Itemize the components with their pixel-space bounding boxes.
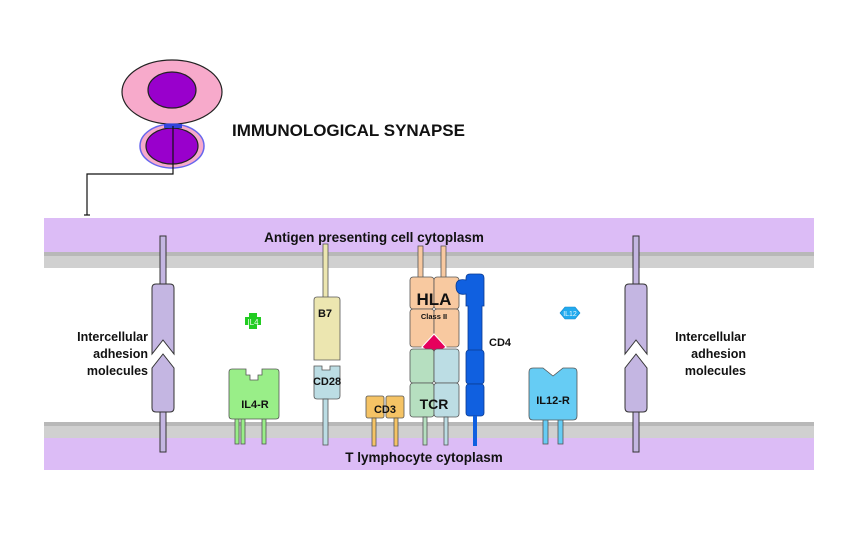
adhesion-label-left-2: adhesion bbox=[93, 347, 148, 361]
hla-label: HLA bbox=[417, 290, 452, 309]
cd4-coreceptor bbox=[455, 273, 485, 446]
pointer-line bbox=[86, 126, 174, 215]
apc-cytoplasm-label: Antigen presenting cell cytoplasm bbox=[264, 230, 484, 245]
adhesion-molecule-right bbox=[624, 235, 648, 453]
cell-illustration bbox=[84, 59, 223, 216]
il12-receptor bbox=[528, 367, 578, 445]
b7-label: B7 bbox=[318, 308, 332, 320]
il12-cytokine bbox=[559, 306, 581, 320]
cd4-label: CD4 bbox=[489, 337, 512, 349]
il4-label: IL4 bbox=[247, 318, 259, 327]
adhesion-label-left-1: Intercellular bbox=[77, 330, 148, 344]
t-cell-cytoplasm bbox=[44, 438, 814, 470]
hla-class-ii bbox=[409, 245, 460, 348]
apc-nucleus bbox=[147, 71, 197, 109]
cd28-molecule bbox=[313, 365, 341, 446]
il4-receptor bbox=[228, 368, 280, 445]
cd3-complex bbox=[365, 395, 405, 447]
cd3-label: CD3 bbox=[374, 404, 396, 416]
adhesion-molecule-left bbox=[151, 235, 175, 453]
cd28-label: CD28 bbox=[313, 376, 341, 388]
apc-cytoplasm bbox=[44, 218, 814, 252]
il4r-label: IL4-R bbox=[241, 399, 269, 411]
t-cell-cytoplasm-label: T lymphocyte cytoplasm bbox=[345, 450, 503, 465]
t-cell-nucleus bbox=[145, 127, 199, 165]
hla-class-label: Class II bbox=[421, 312, 447, 321]
tcr-receptor bbox=[409, 348, 460, 446]
il12-label: IL12 bbox=[563, 311, 577, 318]
adhesion-label-right-2: adhesion bbox=[691, 347, 746, 361]
adhesion-label-right-3: molecules bbox=[685, 364, 746, 378]
il4-cytokine bbox=[245, 313, 261, 329]
tcr-label: TCR bbox=[420, 396, 449, 412]
diagram-title: IMMUNOLOGICAL SYNAPSE bbox=[232, 121, 465, 140]
b7-molecule bbox=[313, 243, 341, 361]
il12r-label: IL12-R bbox=[536, 395, 570, 407]
adhesion-label-right-1: Intercellular bbox=[675, 330, 746, 344]
adhesion-label-left-3: molecules bbox=[87, 364, 148, 378]
